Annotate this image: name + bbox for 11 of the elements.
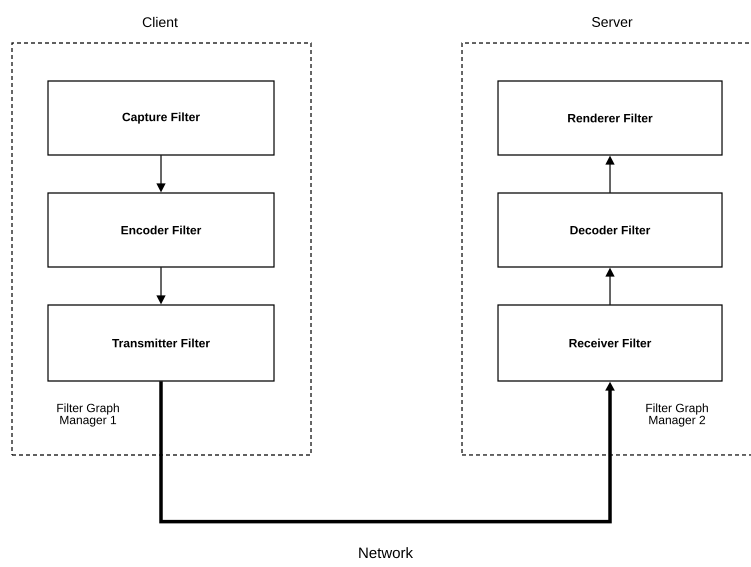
group-caption: Filter Graph Manager 2 [646,403,708,427]
group-heading: Server [592,17,632,27]
filter-box: Renderer Filter [497,80,723,156]
group-heading: Client [142,16,178,28]
filter-box: Transmitter Filter [47,304,275,382]
edge-label: Network [359,547,414,558]
filter-box: Decoder Filter [497,192,723,268]
filter-box: Encoder Filter [47,192,275,268]
group-caption: Filter Graph Manager 1 [57,403,119,427]
filter-box: Receiver Filter [497,304,723,382]
filter-box: Capture Filter [47,80,275,156]
